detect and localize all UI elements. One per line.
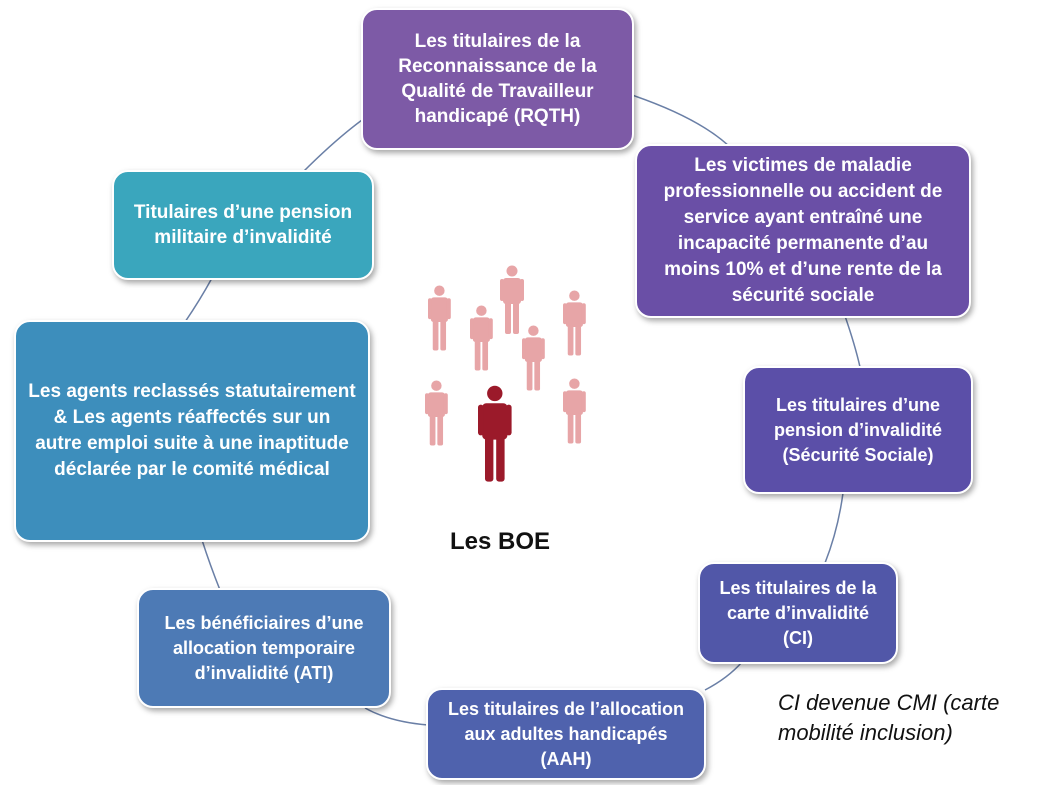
person-icon: [470, 305, 493, 371]
person-icon: [425, 380, 448, 446]
connector-militaire-rqth: [302, 119, 363, 173]
connector-aah-ati: [364, 707, 429, 726]
person-icon-highlighted: [478, 385, 512, 482]
person-icon: [522, 325, 545, 391]
node-aah: Les titulaires de l’allocation aux adult…: [426, 688, 706, 780]
person-icon: [500, 265, 524, 334]
person-icon: [428, 285, 451, 351]
node-pension-ss: Les titulaires d’une pension d’invalidit…: [743, 366, 973, 494]
node-militaire: Titulaires d’une pension militaire d’inv…: [112, 170, 374, 280]
connector-pension-carte: [824, 492, 844, 564]
connector-agents-militaire: [184, 277, 213, 323]
connector-victims-pension: [844, 315, 861, 368]
node-agents: Les agents reclassés statutairement & Le…: [14, 320, 370, 542]
person-icon: [563, 378, 586, 444]
connector-carte-aah: [704, 661, 743, 691]
person-icon: [563, 290, 586, 356]
node-carte: Les titulaires de la carte d’invalidité …: [698, 562, 898, 664]
center-label: Les BOE: [449, 528, 551, 555]
footnote-ci-cmi: CI devenue CMI (carte mobilité inclusion…: [778, 690, 1000, 745]
node-victims: Les victimes de maladie professionnelle …: [635, 144, 971, 318]
connector-ati-agents: [201, 539, 221, 591]
node-ati: Les bénéficiaires d’une allocation tempo…: [137, 588, 391, 708]
node-rqth: Les titulaires de la Reconnaissance de l…: [361, 8, 634, 150]
